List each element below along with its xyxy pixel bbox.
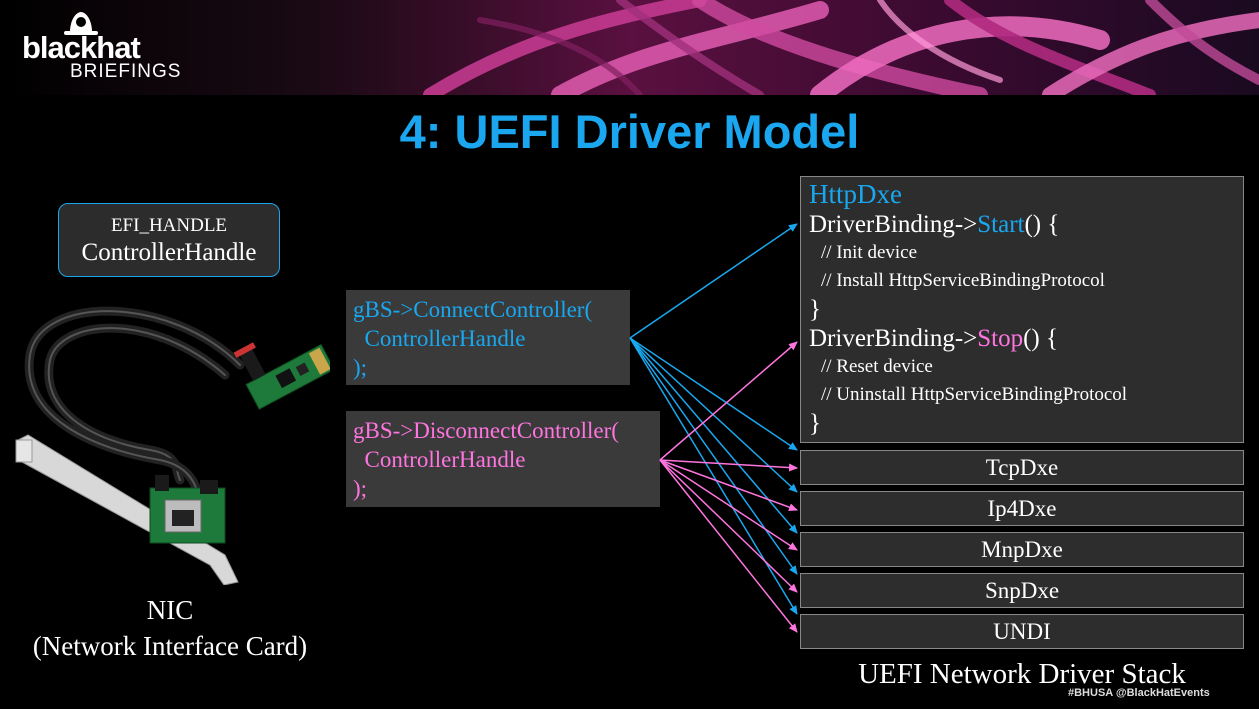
header-banner: blackhat BRIEFINGS (0, 0, 1259, 95)
driver-snpdxe: SnpDxe (800, 573, 1244, 608)
connect-code-line3: ); (353, 355, 368, 380)
disconnect-code-line2: ControllerHandle (353, 447, 526, 472)
slide-title: 4: UEFI Driver Model (399, 105, 860, 158)
driver-tcpdxe: TcpDxe (800, 450, 1244, 485)
footer-hashtags: #BHUSA @BlackHatEvents (1068, 687, 1210, 699)
start-suffix: () { (1024, 211, 1060, 238)
start-comment-2: // Install HttpServiceBindingProtocol (821, 270, 1105, 291)
connect-controller-code: gBS->ConnectController( ControllerHandle… (346, 290, 630, 385)
stop-suffix: () { (1023, 325, 1059, 352)
efi-handle-box: EFI_HANDLE ControllerHandle (58, 203, 280, 277)
nic-label-short: NIC (146, 595, 194, 625)
stop-comment-1: // Reset device (821, 356, 933, 377)
start-function: Start (977, 211, 1025, 238)
start-prefix: DriverBinding-> (809, 211, 978, 238)
connect-code-line2: ControllerHandle (353, 326, 526, 351)
hat-icon (64, 12, 98, 35)
connect-code-line1: gBS->ConnectController( (353, 297, 593, 322)
start-signature: DriverBinding->Start() { (809, 210, 1243, 239)
start-comment-1: // Init device (821, 242, 918, 263)
efi-handle-type: EFI_HANDLE (110, 215, 228, 236)
stop-signature: DriverBinding->Stop() { (809, 324, 1243, 353)
efi-handle-name: ControllerHandle (81, 239, 257, 266)
stop-prefix: DriverBinding-> (809, 325, 978, 352)
connect-arrows (629, 223, 798, 615)
nic-label: NIC (Network Interface Card) (0, 592, 340, 664)
stop-function: Stop (977, 325, 1024, 352)
banner-artwork (0, 0, 1259, 95)
driver-stack-label: UEFI Network Driver Stack (858, 658, 1186, 690)
disconnect-controller-code: gBS->DisconnectController( ControllerHan… (346, 411, 660, 507)
disconnect-code-line3: ); (353, 476, 368, 501)
nic-card-illustration (15, 306, 330, 585)
disconnect-arrows (659, 341, 798, 633)
start-close-brace: } (809, 296, 821, 323)
disconnect-code-line1: gBS->DisconnectController( (353, 418, 619, 443)
logo-subtitle: BRIEFINGS (70, 61, 182, 82)
blackhat-logo: blackhat BRIEFINGS (22, 10, 197, 82)
nic-label-full: (Network Interface Card) (32, 631, 308, 661)
stop-comment-2: // Uninstall HttpServiceBindingProtocol (821, 384, 1128, 405)
httpdxe-name: HttpDxe (809, 179, 902, 209)
driver-undi: UNDI (800, 614, 1244, 649)
driver-mnpdxe: MnpDxe (800, 532, 1244, 567)
stop-close-brace: } (809, 410, 821, 437)
driver-ip4dxe: Ip4Dxe (800, 491, 1244, 526)
logo-wordmark: blackhat (22, 30, 141, 65)
httpdxe-box: HttpDxe DriverBinding->Start() { // Init… (800, 176, 1244, 443)
